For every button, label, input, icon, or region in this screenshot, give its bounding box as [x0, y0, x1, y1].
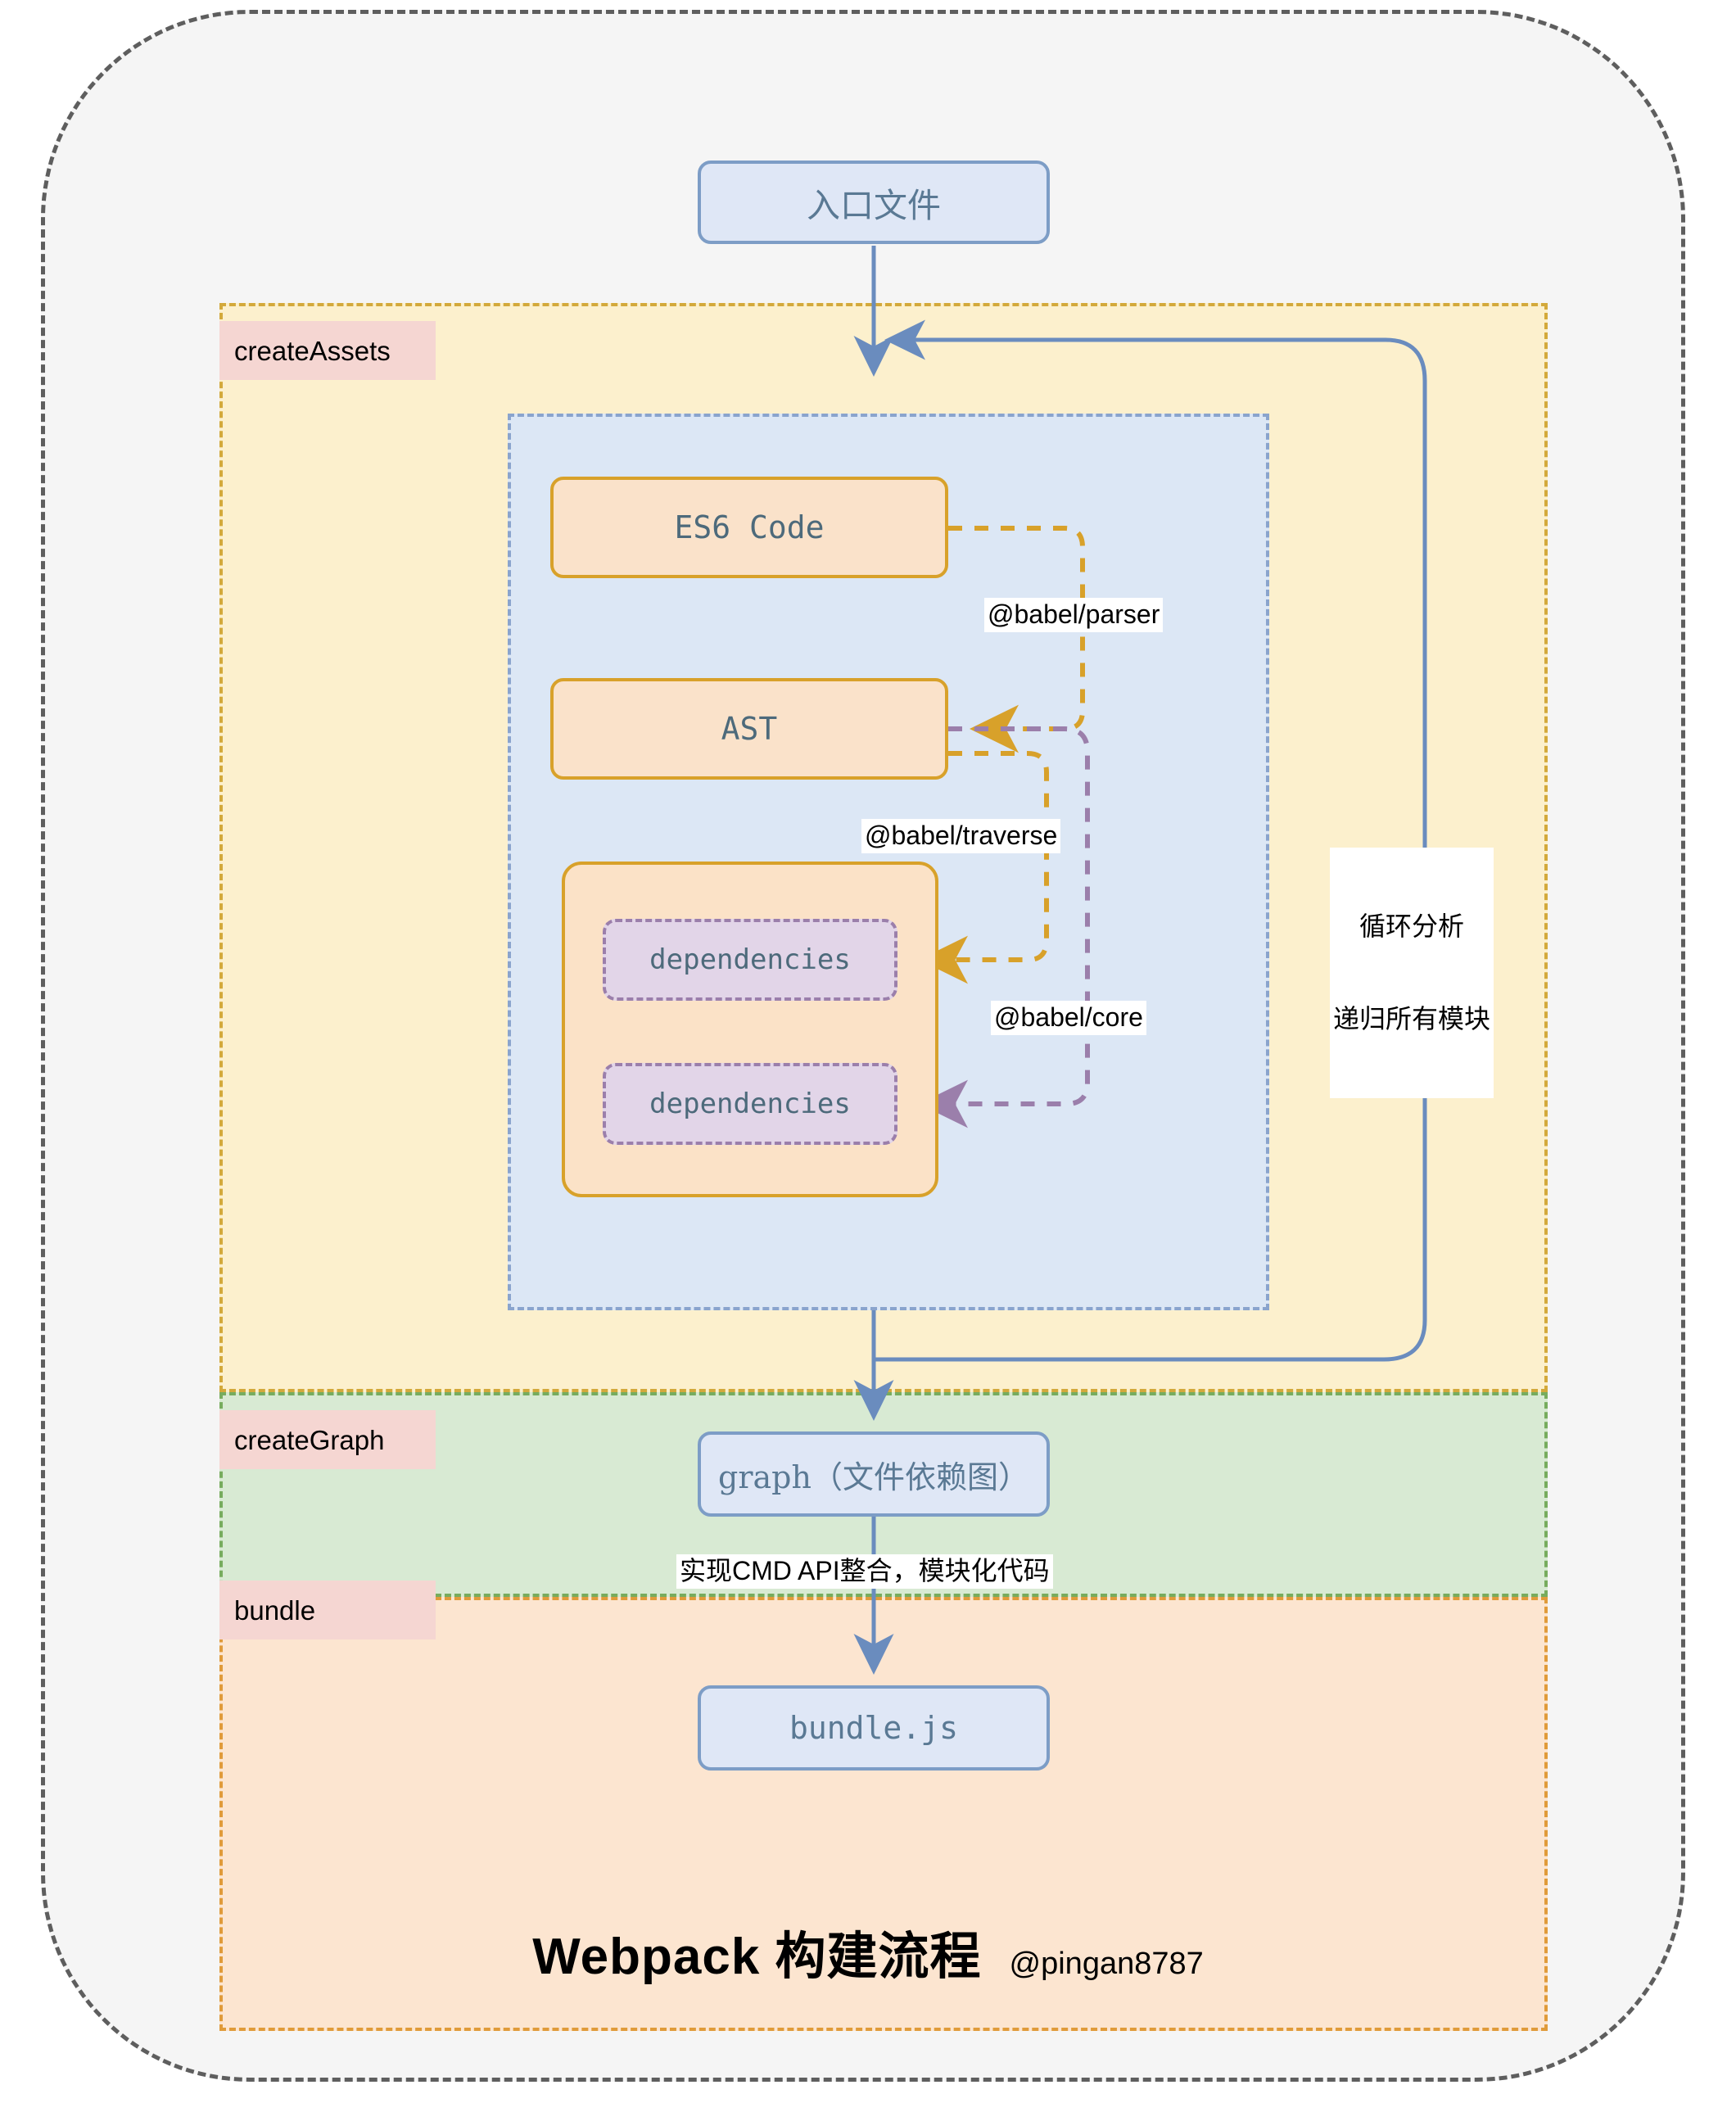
edge-label-babel-core: @babel/core	[991, 1001, 1146, 1035]
lane-label-creategraph: createGraph	[219, 1410, 436, 1469]
edge-label-loop-line2: 递归所有模块	[1333, 1003, 1491, 1033]
node-dependencies-group	[562, 862, 938, 1197]
edge-label-babel-parser: @babel/parser	[984, 598, 1164, 632]
node-entry-file[interactable]: 入口文件	[698, 161, 1050, 244]
node-dependencies-2[interactable]: dependencies	[603, 1063, 897, 1145]
edge-label-recursive-loop: 循环分析 递归所有模块	[1330, 848, 1494, 1098]
author-handle: @pingan8787	[1009, 1947, 1204, 1981]
node-ast[interactable]: AST	[550, 678, 948, 780]
diagram-title: Webpack 构建流程	[532, 1929, 982, 1985]
node-dependencies-1[interactable]: dependencies	[603, 919, 897, 1001]
edge-label-babel-traverse: @babel/traverse	[861, 819, 1061, 853]
lane-label-createassets: createAssets	[219, 321, 436, 380]
node-graph[interactable]: graph（文件依赖图）	[698, 1431, 1050, 1517]
node-es6-code[interactable]: ES6 Code	[550, 477, 948, 578]
edge-label-cmd-api: 实现CMD API整合，模块化代码	[676, 1554, 1053, 1589]
lane-label-bundle: bundle	[219, 1581, 436, 1639]
node-bundle-js[interactable]: bundle.js	[698, 1685, 1050, 1771]
edge-label-loop-line1: 循环分析	[1359, 911, 1465, 941]
diagram-title-row: Webpack 构建流程 @pingan8787	[0, 1915, 1736, 1988]
